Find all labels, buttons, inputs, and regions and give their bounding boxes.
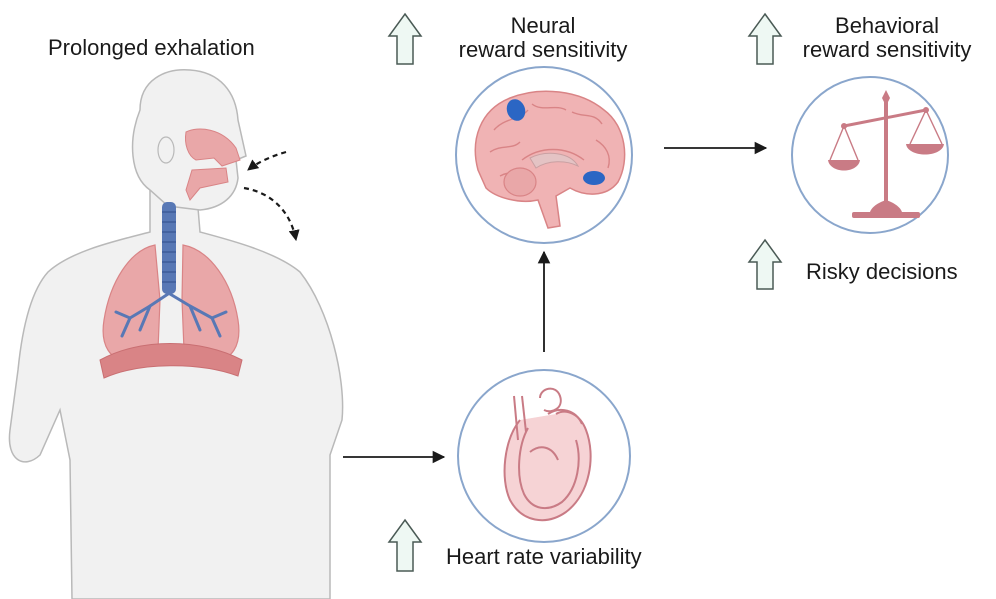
up-arrow-icon xyxy=(747,238,783,290)
risky-decisions-label: Risky decisions xyxy=(806,259,958,284)
brain-icon xyxy=(474,90,626,229)
brain-highlight-top xyxy=(506,99,526,121)
respiratory-body-icon xyxy=(8,69,344,599)
brain-highlight-bottom xyxy=(583,171,605,185)
heart-circle xyxy=(457,369,631,543)
balance-scale-icon xyxy=(828,90,944,218)
brain-circle xyxy=(455,66,633,244)
up-arrow-icon xyxy=(387,518,423,572)
up-arrow-icon xyxy=(387,12,423,65)
up-arrow-icon xyxy=(747,12,783,65)
flow-arrows xyxy=(343,141,768,464)
behavioral-reward-title: Behavioral reward sensitivity xyxy=(787,14,987,62)
scale-circle xyxy=(791,76,949,234)
neural-reward-title: Neural reward sensitivity xyxy=(423,14,663,62)
behavioral-title-line1: Behavioral xyxy=(835,13,939,38)
heart-icon xyxy=(503,387,592,521)
exhale-arrows-icon xyxy=(243,150,300,242)
heart-rate-variability-label: Heart rate variability xyxy=(446,544,642,569)
prolonged-exhalation-label: Prolonged exhalation xyxy=(48,35,255,60)
behavioral-title-line2: reward sensitivity xyxy=(802,37,972,62)
neural-title-line2: reward sensitivity xyxy=(458,37,628,62)
neural-title-line1: Neural xyxy=(510,13,576,38)
